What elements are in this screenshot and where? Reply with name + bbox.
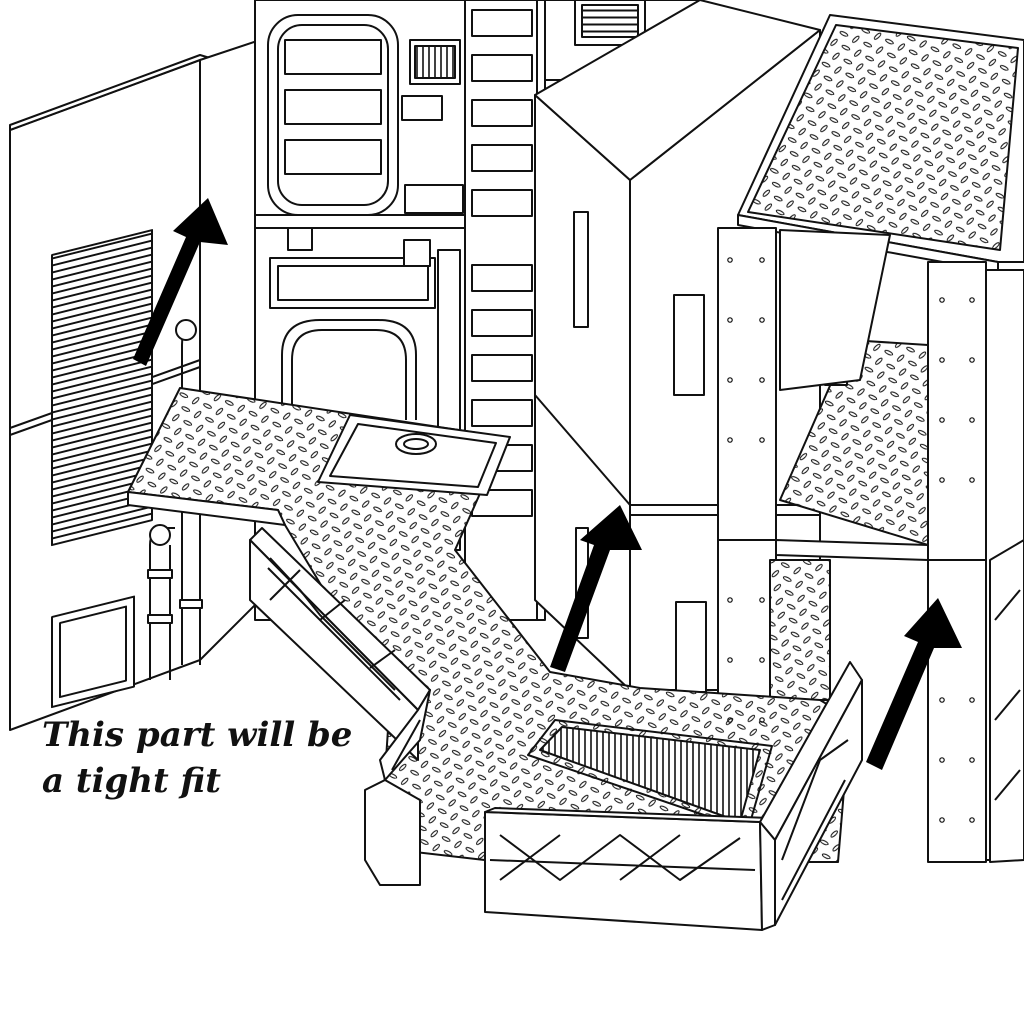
ladder-column: [464, 0, 538, 621]
railing-front: [484, 807, 771, 931]
caption-line-1: This part will be: [42, 715, 353, 755]
rivets: [727, 257, 975, 823]
caption: This part will be a tight fit: [42, 712, 362, 804]
support-leg-right: [927, 261, 987, 863]
caption-line-2: a tight fit: [42, 761, 221, 801]
arrow-up-right-icon: [550, 505, 642, 672]
catwalk: [127, 387, 851, 863]
keypad: [401, 95, 443, 121]
right-edge-frame: [989, 539, 1024, 863]
arrow-up-right-icon: [866, 598, 962, 770]
railing-corner: [364, 689, 431, 886]
railing-right: [759, 661, 863, 931]
arrow-up-right-icon: [133, 198, 228, 366]
floor-grate: [539, 726, 761, 823]
louvered-vent: [51, 229, 153, 547]
railing-left: [249, 527, 431, 761]
pipes: [147, 319, 203, 680]
left-wall-block: [9, 39, 261, 731]
